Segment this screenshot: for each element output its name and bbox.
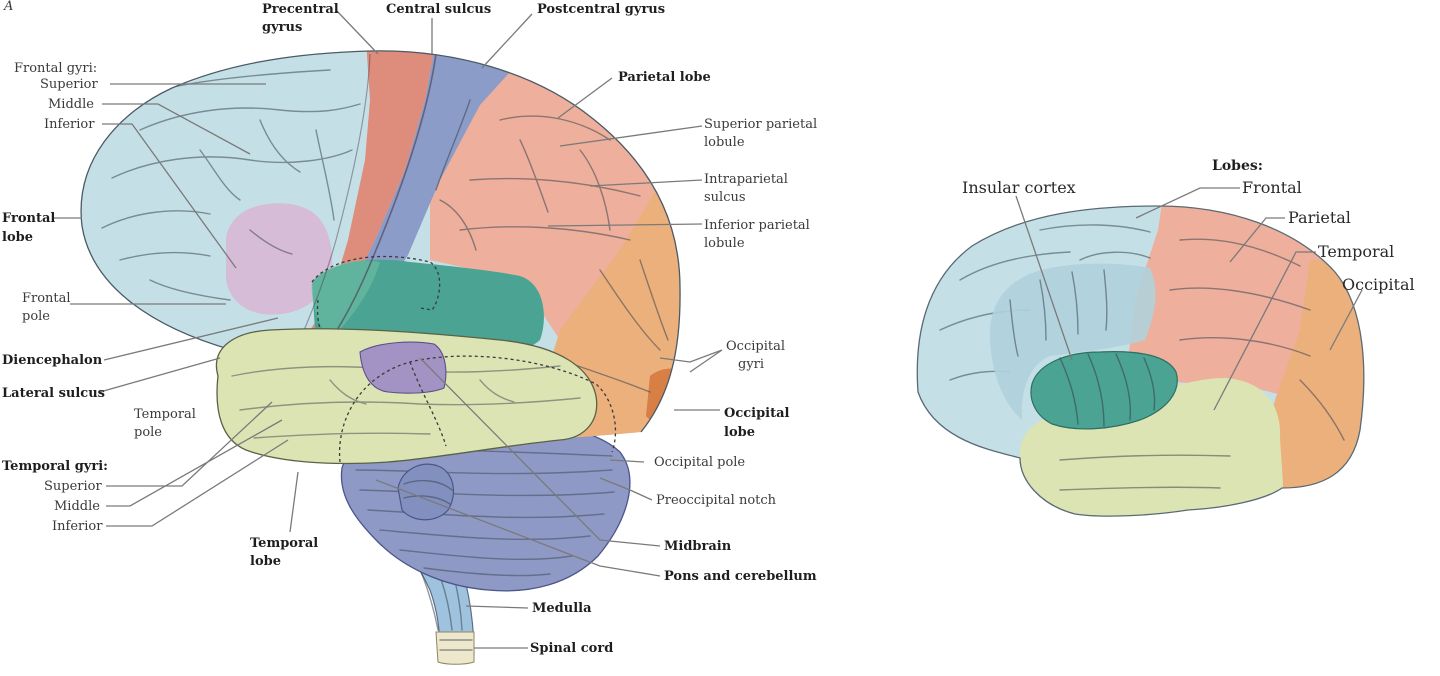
label-diencephalon: Diencephalon: [2, 353, 103, 368]
label-frontal-pole-2: pole: [22, 309, 50, 324]
label-frontal-lobe-2: lobe: [2, 230, 33, 245]
label-frontal-pole-1: Frontal: [22, 291, 71, 306]
label-midbrain: Midbrain: [664, 539, 732, 554]
spinal-cord-shape: [435, 631, 475, 665]
right-labels: Lobes: Frontal Parietal Temporal Occipit…: [962, 158, 1415, 294]
label-inferior-parietal-1: Inferior parietal: [704, 218, 810, 233]
insular-cortex-shape: [1030, 351, 1178, 430]
left-labels: A Precentral gyrus Central sulcus Postce…: [2, 0, 817, 656]
label-inferior-parietal-2: lobule: [704, 236, 745, 251]
label-intraparietal-1: Intraparietal: [704, 172, 788, 187]
frontal-pole-patch: [226, 203, 333, 315]
label-temporal-superior: Superior: [44, 479, 102, 494]
diencephalon-shape: [359, 341, 447, 394]
label-occipital-lobe-2: lobe: [724, 425, 755, 440]
label-parietal-lobe: Parietal lobe: [618, 70, 711, 85]
label-temporal-inferior: Inferior: [52, 519, 103, 534]
label-occipital-gyri-2: gyri: [738, 357, 764, 372]
label-temporal-lobe-1: Temporal: [250, 536, 318, 551]
label-medulla: Medulla: [532, 601, 592, 616]
label-temporal: Temporal: [1318, 242, 1394, 261]
label-temporal-pole-1: Temporal: [134, 407, 196, 422]
label-temporal-middle: Middle: [54, 499, 100, 514]
lateral-brain-view: [80, 50, 681, 665]
left-leader-lines: [54, 9, 723, 649]
occipital-gyri-patch: [646, 368, 681, 427]
label-frontal-superior: Superior: [40, 77, 98, 92]
label-frontal-lobe-1: Frontal: [2, 211, 55, 226]
label-occipital: Occipital: [1342, 275, 1415, 294]
label-precentral-gyrus-2: gyrus: [262, 20, 302, 35]
label-temporal-pole-2: pole: [134, 425, 162, 440]
precentral-gyrus-region: [300, 50, 436, 345]
lobes-brain-view: [916, 205, 1365, 517]
label-frontal-inferior: Inferior: [44, 117, 95, 132]
label-lobes-heading: Lobes:: [1212, 158, 1263, 174]
label-lateral-sulcus: Lateral sulcus: [2, 386, 105, 401]
label-superior-parietal-2: lobule: [704, 135, 745, 150]
label-insular-cortex: Insular cortex: [962, 178, 1076, 197]
label-occipital-gyri-1: Occipital: [726, 339, 785, 354]
label-temporal-gyri: Temporal gyri:: [2, 459, 108, 474]
label-preoccipital-notch: Preoccipital notch: [656, 493, 777, 508]
label-central-sulcus: Central sulcus: [386, 2, 491, 17]
label-spinal-cord: Spinal cord: [530, 641, 613, 656]
label-frontal: Frontal: [1242, 178, 1302, 197]
temporal-lobe-shape: [215, 328, 598, 465]
label-parietal: Parietal: [1288, 208, 1351, 227]
label-occipital-pole: Occipital pole: [654, 455, 745, 470]
opercular-cut-surface: [989, 263, 1156, 420]
label-postcentral-gyrus: Postcentral gyrus: [537, 2, 665, 17]
label-frontal-middle: Middle: [48, 97, 94, 112]
panel-letter: A: [3, 0, 13, 14]
right-leader-lines: [1015, 187, 1363, 411]
label-temporal-lobe-2: lobe: [250, 554, 281, 569]
label-superior-parietal-1: Superior parietal: [704, 117, 817, 132]
label-precentral-gyrus-1: Precentral: [262, 2, 339, 17]
pons-shape: [397, 463, 455, 521]
label-occipital-lobe-1: Occipital: [724, 406, 790, 421]
label-intraparietal-2: sulcus: [704, 190, 746, 205]
label-pons-cerebellum: Pons and cerebellum: [664, 569, 817, 584]
label-frontal-gyri: Frontal gyri:: [14, 61, 97, 76]
